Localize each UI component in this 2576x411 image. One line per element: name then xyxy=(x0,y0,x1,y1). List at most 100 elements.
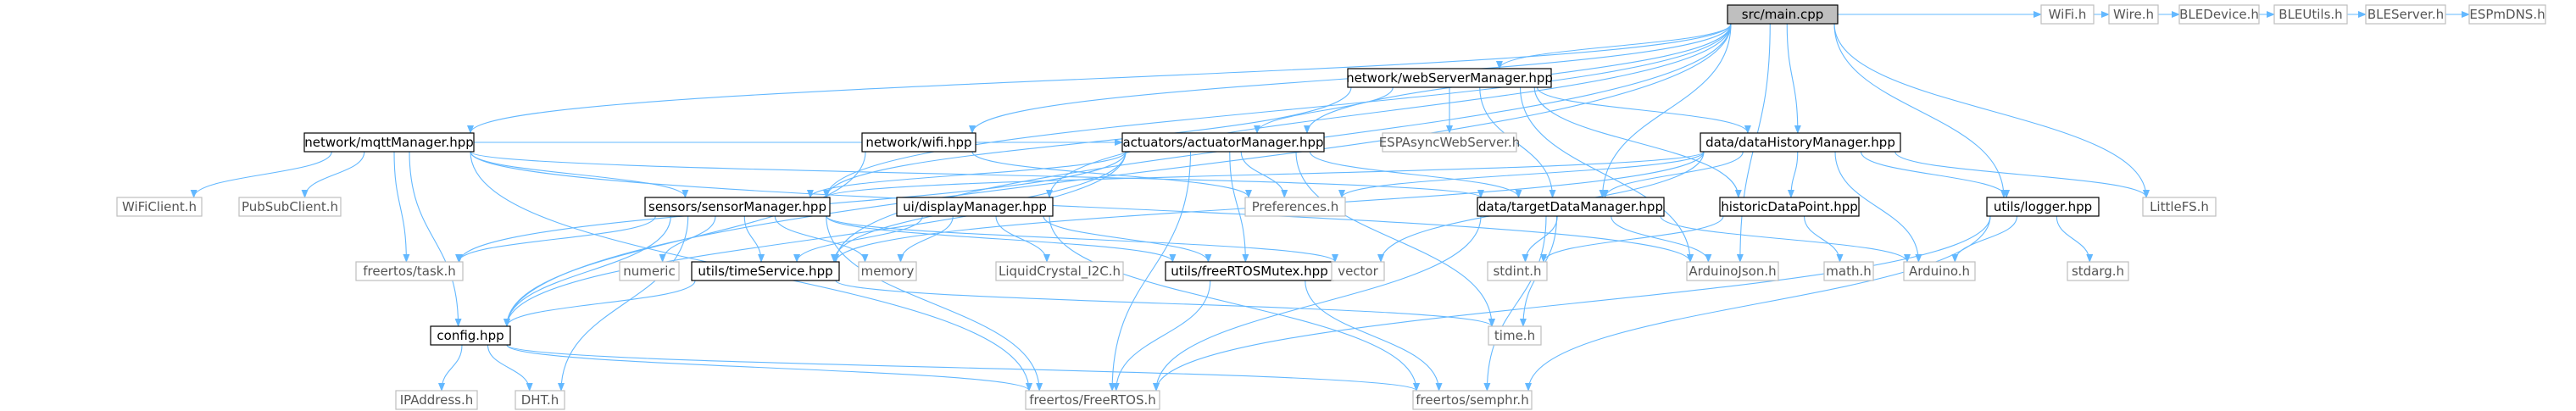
node-box xyxy=(1986,197,2100,217)
dependency-edge xyxy=(1833,23,2007,198)
edge-main-to-mqtt xyxy=(467,23,1732,134)
node-box xyxy=(1686,261,1779,281)
edge-disp-to-frm xyxy=(1043,215,1212,263)
node-label: LittleFS.h xyxy=(2150,199,2209,214)
edge-main-to-disp xyxy=(1046,23,1732,198)
node-network-wifi-hpp[interactable]: network/wifi.hpp xyxy=(861,132,976,153)
dependency-edge xyxy=(1951,215,2018,263)
dependency-edge xyxy=(504,215,671,327)
node-utils-timeservice-hpp[interactable]: utils/timeService.hpp xyxy=(691,261,840,281)
edge-sens-to-freertos-task-h xyxy=(455,215,656,263)
node-box xyxy=(2178,4,2260,25)
node-utils-logger-hpp[interactable]: utils/logger.hpp xyxy=(1986,197,2100,217)
dependency-edge xyxy=(1254,86,1394,134)
edge-ts-to-time-h xyxy=(835,280,1495,327)
node-box xyxy=(430,325,511,346)
node-network-webservermanager-hpp[interactable]: network/webServerManager.hpp xyxy=(1346,68,1553,88)
edge-mqtt-to-freertos-task-h xyxy=(393,151,410,263)
edge-tdm-to-freertos-freertos-h xyxy=(1153,215,1482,392)
node-numeric: numeric xyxy=(619,261,680,281)
edge-act-to-time-h xyxy=(1295,151,1495,327)
edge-mqtt-to-sens xyxy=(470,151,689,198)
edge-logger-to-freertos-semphr-h xyxy=(1525,215,1991,392)
edge-config-to-ipaddress-h xyxy=(438,344,463,392)
node-label: freertos/task.h xyxy=(363,264,456,279)
edge-disp-to-liquidcrystal-i2c-h xyxy=(995,215,1050,263)
node-box xyxy=(116,197,203,217)
node-label: LiquidCrystal_I2C.h xyxy=(999,264,1121,280)
node-box xyxy=(1331,261,1385,281)
node-network-mqttmanager-hpp[interactable]: network/mqttManager.hpp xyxy=(303,132,475,153)
edge-logger-to-freertos-freertos-h xyxy=(1153,215,1991,392)
node-label: utils/timeService.hpp xyxy=(698,264,832,279)
dependency-edge xyxy=(1295,151,1495,327)
edge-act-to-sens xyxy=(807,151,1127,198)
node-historicdatapoint-hpp[interactable]: historicDataPoint.hpp xyxy=(1719,197,1860,217)
edge-layer xyxy=(190,11,2470,392)
node-sensors-sensormanager-hpp[interactable]: sensors/sensorManager.hpp xyxy=(644,197,831,217)
edge-web-to-hdp xyxy=(1533,86,1742,198)
dependency-edge xyxy=(506,344,1032,392)
dependency-edge xyxy=(659,215,716,263)
edge-act-to-tdm xyxy=(1309,151,1522,198)
node-liquidcrystal-i2c-h: LiquidCrystal_I2C.h xyxy=(995,261,1124,281)
dependency-edge xyxy=(1109,151,1192,392)
node-box xyxy=(515,390,565,410)
node-box xyxy=(303,132,475,153)
node-pubsubclient-h: PubSubClient.h xyxy=(238,197,342,217)
node-data-datahistorymanager-hpp[interactable]: data/dataHistoryManager.hpp xyxy=(1700,132,1901,153)
edge-dhm-to-sens xyxy=(823,151,1705,198)
edge-disp-to-ts xyxy=(793,215,923,263)
node-label: utils/logger.hpp xyxy=(1994,199,2092,214)
node-config-hpp[interactable]: config.hpp xyxy=(430,325,511,346)
node-data-targetdatamanager-hpp[interactable]: data/targetDataManager.hpp xyxy=(1477,197,1665,217)
edge-config-to-freertos-semphr-h xyxy=(506,344,1420,392)
dependency-edge xyxy=(826,215,1043,392)
edge-sens-to-config xyxy=(504,215,671,327)
node-box xyxy=(1487,261,1548,281)
node-box xyxy=(995,261,1124,281)
node-box xyxy=(896,197,1054,217)
dependency-edge xyxy=(774,215,869,263)
edge-main-to-web xyxy=(1496,23,1732,69)
dependency-edge xyxy=(301,151,365,198)
dependency-edge xyxy=(1305,280,1443,392)
edge-main-to-sens xyxy=(823,23,1732,198)
node-bledevice-h: BLEDevice.h xyxy=(2178,4,2260,25)
edge-frm-to-freertos-semphr-h xyxy=(1305,280,1443,392)
node-box xyxy=(1477,197,1665,217)
dependency-edge xyxy=(1894,151,2150,198)
edge-mqtt-to-config xyxy=(409,151,462,327)
node-box xyxy=(1347,68,1552,88)
dependency-edge xyxy=(470,151,1484,198)
node-utils-freertosmutex-hpp[interactable]: utils/freeRTOSMutex.hpp xyxy=(1165,261,1334,281)
dependency-edge xyxy=(1860,151,2011,198)
edge-dhm-to-preferences-h xyxy=(1338,151,1705,198)
edge-mqtt-to-arduinojson-h xyxy=(470,151,1694,263)
node-actuators-actuatormanager-hpp[interactable]: actuators/actuatorManager.hpp xyxy=(1121,132,1325,153)
dependency-edge xyxy=(504,151,866,327)
edge-main-to-tdm xyxy=(1599,23,1732,198)
node-label: network/mqttManager.hpp xyxy=(304,135,474,150)
node-memory: memory xyxy=(858,261,917,281)
node-label: freertos/FreeRTOS.h xyxy=(1029,392,1156,408)
node-label: memory xyxy=(861,264,915,279)
node-ipaddress-h: IPAddress.h xyxy=(395,390,478,410)
dependency-edge xyxy=(1786,23,1801,134)
node-label: BLEUtils.h xyxy=(2278,7,2342,22)
dependency-edge xyxy=(1834,151,1922,263)
dependency-edge xyxy=(1536,86,1751,134)
edge-main-to-dhm xyxy=(1786,23,1801,134)
node-src-main-cpp[interactable]: src/main.cpp xyxy=(1727,4,1839,25)
edge-dhm-to-arduino-h xyxy=(1834,151,1922,263)
edge-sens-to-freertos-freertos-h xyxy=(826,215,1043,392)
edge-logger-to-stdarg-h xyxy=(2056,215,2094,263)
node-label: ui/displayManager.hpp xyxy=(903,199,1047,214)
node-stdarg-h: stdarg.h xyxy=(2067,261,2129,281)
dependency-edge xyxy=(467,23,1732,134)
dependency-edge xyxy=(793,215,923,263)
node-ui-displaymanager-hpp[interactable]: ui/displayManager.hpp xyxy=(896,197,1054,217)
node-box xyxy=(1719,197,1860,217)
dependency-edge xyxy=(1229,151,1249,263)
node-label: Arduino.h xyxy=(1909,264,1970,279)
